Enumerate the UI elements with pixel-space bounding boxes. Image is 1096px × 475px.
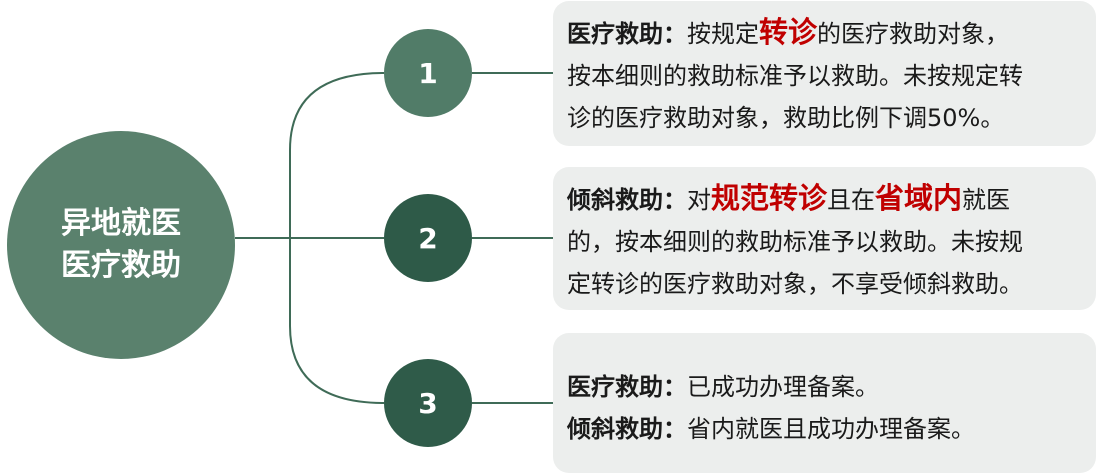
- card3-line1: 医疗救助：已成功办理备案。: [567, 366, 1096, 408]
- card3-line2-text: 省内就医且成功办理备案。: [687, 415, 975, 443]
- card1-text-post: 的医疗救助对象，: [817, 20, 1010, 48]
- card3-line1-label: 医疗救助：: [567, 373, 687, 401]
- info-card-3: 医疗救助：已成功办理备案。 倾斜救助：省内就医且成功办理备案。: [553, 333, 1096, 473]
- step-number-2: 2: [418, 221, 438, 255]
- card1-line3: 诊的医疗救助对象，救助比例下调50%。: [567, 104, 1005, 132]
- branch-trunk: [289, 72, 385, 404]
- card1-text-pre: 按规定: [687, 20, 759, 48]
- card2-highlight1: 规范转诊: [711, 181, 828, 215]
- card1-label: 医疗救助：: [567, 20, 687, 48]
- card2-line3: 定转诊的医疗救助对象，不享受倾斜救助。: [567, 270, 1023, 298]
- card1-line1: 医疗救助：按规定转诊的医疗救助对象，: [567, 11, 1096, 55]
- info-card-1: 医疗救助：按规定转诊的医疗救助对象， 按本细则的救助标准予以救助。未按规定转 诊…: [553, 1, 1096, 146]
- card2-label: 倾斜救助：: [567, 186, 687, 214]
- card2-text-mid: 且在: [827, 186, 876, 214]
- step-number-1: 1: [418, 56, 438, 90]
- card3-line2-label: 倾斜救助：: [567, 415, 687, 443]
- card2-text-post: 就医: [962, 186, 1011, 214]
- central-topic-circle: 异地就医 医疗救助: [7, 131, 235, 359]
- central-topic-line2: 医疗救助: [61, 248, 181, 283]
- card2-text-pre: 对: [687, 186, 711, 214]
- central-topic-line1: 异地就医: [61, 206, 181, 241]
- card2-line1: 倾斜救助：对规范转诊且在省域内就医: [567, 177, 1096, 221]
- card1-line2: 按本细则的救助标准予以救助。未按规定转: [567, 62, 1023, 90]
- card3-line1-text: 已成功办理备案。: [687, 373, 879, 401]
- step-node-1: 1: [384, 29, 472, 117]
- card2-highlight2: 省域内: [875, 181, 963, 215]
- card2-line2: 的，按本细则的救助标准予以救助。未按规: [567, 228, 1023, 256]
- step-number-3: 3: [418, 386, 438, 420]
- card3-line2: 倾斜救助：省内就医且成功办理备案。: [567, 408, 1096, 450]
- card1-highlight: 转诊: [759, 15, 818, 49]
- step-node-3: 3: [384, 359, 472, 447]
- step-node-2: 2: [384, 194, 472, 282]
- info-card-2: 倾斜救助：对规范转诊且在省域内就医 的，按本细则的救助标准予以救助。未按规 定转…: [553, 167, 1096, 310]
